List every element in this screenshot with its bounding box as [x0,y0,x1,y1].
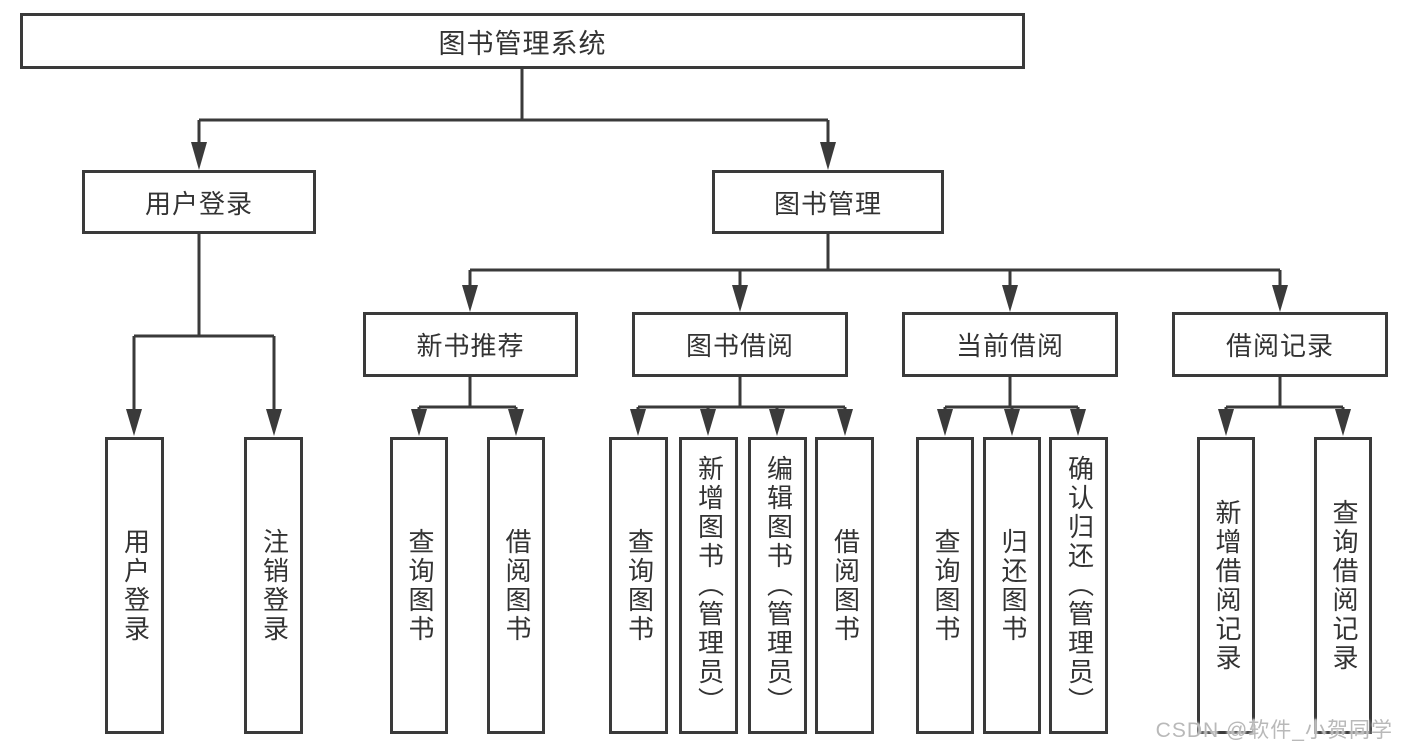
leaf-return-book: 归还图书 [983,437,1041,734]
connector-user-login-to-leaves [126,234,282,436]
leaf-query-books-current: 查询图书 [916,437,974,734]
connector-path [943,377,1080,410]
arrow-down-icon [1218,409,1234,436]
node-borrow-records: 借阅记录 [1172,312,1388,377]
watermark-csdn: CSDN @软件_小贺同学 [1155,719,1393,742]
connector-borrow-records-to-leaves [1218,377,1351,436]
connector-new-book-recommend-to-leaves [411,377,524,436]
node-label: 当前借阅 [955,331,1064,361]
connector-current-borrow-to-leaves [937,377,1086,436]
arrow-down-icon [1004,409,1020,436]
node-label: 图书管理 [773,188,882,219]
leaf-label: 新增图书（管理员） [694,455,725,716]
leaf-label: 归还图书 [997,527,1028,644]
leaf-label: 查询图书 [930,527,961,644]
leaf-label: 确认归还（管理员） [1064,455,1095,716]
arrow-down-icon [630,409,646,436]
arrow-down-icon [1335,409,1351,436]
node-label: 借阅记录 [1225,331,1334,361]
arrow-down-icon [126,409,142,436]
leaf-label: 用户登录 [120,527,151,644]
leaf-label: 借阅图书 [501,527,532,644]
arrow-down-icon [837,409,853,436]
arrow-down-icon [769,409,785,436]
node-current-borrow: 当前借阅 [902,312,1118,377]
node-label: 用户登录 [144,188,253,219]
arrow-down-icon [266,409,282,436]
connector-path [132,234,276,410]
leaf-label: 借阅图书 [830,527,861,644]
arrow-down-icon [1002,285,1018,312]
node-label: 图书借阅 [685,331,794,361]
connector-path [197,69,830,143]
connector-book-borrow-to-leaves [630,377,853,436]
arrow-down-icon [1070,409,1086,436]
leaf-query-books-recommend: 查询图书 [390,437,448,734]
arrow-down-icon [700,409,716,436]
arrow-down-icon [462,285,478,312]
node-book-management: 图书管理 [712,170,944,234]
leaf-label: 查询图书 [404,527,435,644]
leaf-add-book-admin: 新增图书（管理员） [679,437,738,734]
leaf-label: 编辑图书（管理员） [763,455,794,716]
connector-root-to-level1 [191,69,836,170]
leaf-label: 新增借阅记录 [1211,498,1242,673]
leaf-edit-book-admin: 编辑图书（管理员） [748,437,807,734]
leaf-confirm-return-admin: 确认归还（管理员） [1049,437,1108,734]
arrow-down-icon [732,285,748,312]
leaf-label: 查询图书 [624,527,655,644]
leaf-query-books-borrow: 查询图书 [609,437,668,734]
node-label: 新书推荐 [416,331,525,361]
node-new-book-recommend: 新书推荐 [363,312,578,377]
connector-path [417,377,518,410]
connector-path [468,234,1282,286]
arrow-down-icon [508,409,524,436]
node-label: 图书管理系统 [438,28,607,59]
leaf-logout: 注销登录 [244,437,303,734]
leaf-query-borrow-record: 查询借阅记录 [1314,437,1372,734]
leaf-add-borrow-record: 新增借阅记录 [1197,437,1255,734]
leaf-borrow-books-recommend: 借阅图书 [487,437,545,734]
connector-path [636,377,847,410]
arrow-down-icon [937,409,953,436]
leaf-label: 查询借阅记录 [1328,498,1359,673]
node-user-login: 用户登录 [82,170,316,234]
arrow-down-icon [1272,285,1288,312]
connector-path [1224,377,1345,410]
leaf-label: 注销登录 [259,527,290,644]
leaf-user-login: 用户登录 [105,437,164,734]
arrow-down-icon [191,142,207,170]
node-library-management-system: 图书管理系统 [20,13,1025,69]
node-book-borrow: 图书借阅 [632,312,848,377]
arrow-down-icon [411,409,427,436]
arrow-down-icon [820,142,836,170]
leaf-borrow-books-borrow: 借阅图书 [815,437,874,734]
connector-book-management-to-level2 [462,234,1288,312]
